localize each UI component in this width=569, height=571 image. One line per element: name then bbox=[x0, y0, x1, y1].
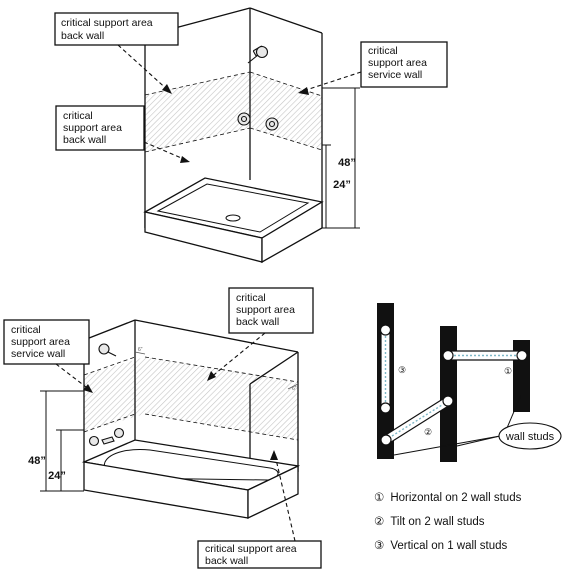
shower-leader-arrowheads bbox=[162, 84, 309, 163]
grab-bar-tilted bbox=[380, 395, 454, 446]
shower-dim-48: 48” bbox=[338, 157, 356, 169]
tub-service-wall-support-zone bbox=[84, 357, 145, 432]
stud-diagram-num-3: ③ bbox=[398, 365, 406, 375]
shower-callout-back-wall-top: critical support area back wall bbox=[61, 17, 156, 42]
tub-diagram: 6” 6” 48” 24” bbox=[3, 287, 322, 569]
tub-callout-back-wall-top: critical support area back wall bbox=[236, 292, 298, 328]
shower-diagram: 48” 24” critical support area back wall … bbox=[54, 7, 448, 264]
stud-diagram-num-1: ① bbox=[504, 366, 512, 376]
tub-callout-service-wall-box bbox=[3, 319, 90, 365]
wall-studs-label: wall studs bbox=[505, 431, 555, 443]
tub-faucet-handles bbox=[88, 427, 125, 447]
shower-callout-back-wall-top-box bbox=[54, 12, 179, 46]
wall-studs-leader-lines bbox=[393, 394, 522, 456]
tub-shower-head bbox=[98, 343, 117, 357]
shower-callout-back-wall-mid: critical support area back wall bbox=[63, 110, 125, 146]
grab-bar-horizontal bbox=[442, 349, 528, 362]
shower-dim-24: 24” bbox=[333, 179, 351, 191]
grab-bar-vertical bbox=[379, 324, 392, 414]
tub-callout-back-wall-bottom-box bbox=[197, 540, 322, 569]
tub-dim-24: 24” bbox=[48, 470, 66, 482]
tub-enclosure bbox=[83, 319, 299, 472]
wall-stud-2 bbox=[440, 326, 457, 462]
tub-six-inch-marks bbox=[134, 351, 299, 390]
tub-leader-arrowheads bbox=[83, 371, 278, 460]
tub-callout-back-wall-top-box bbox=[228, 287, 314, 334]
shower-base bbox=[143, 177, 324, 264]
tub-leader-lines bbox=[55, 332, 296, 542]
shower-head bbox=[247, 45, 269, 64]
shower-enclosure bbox=[144, 7, 323, 228]
shower-callout-service-wall-box bbox=[360, 41, 448, 88]
shower-leader-lines bbox=[117, 44, 362, 161]
shower-dimension-lines bbox=[322, 87, 360, 229]
bathtub bbox=[81, 439, 301, 520]
wall-studs-label-bubble bbox=[498, 422, 562, 450]
shower-handles bbox=[237, 112, 279, 131]
wall-studs-diagram: ③ ① ② wall studs bbox=[377, 303, 562, 462]
tub-dim-6-a: 6” bbox=[138, 347, 143, 353]
tub-dimension-lines bbox=[40, 390, 84, 492]
shower-callout-back-wall-mid-box bbox=[55, 105, 145, 151]
tub-callout-service-wall: critical support area service wall bbox=[11, 324, 73, 360]
shower-back-wall-support-zone bbox=[145, 72, 250, 152]
shower-callout-service-wall: critical support area service wall bbox=[368, 45, 430, 81]
stud-diagram-num-2: ② bbox=[424, 427, 432, 437]
tub-dim-6-b: 6” bbox=[292, 386, 297, 392]
tub-callout-back-wall-bottom: critical support area back wall bbox=[205, 543, 300, 567]
tub-dim-48: 48” bbox=[28, 455, 46, 467]
shower-drain bbox=[225, 214, 241, 222]
